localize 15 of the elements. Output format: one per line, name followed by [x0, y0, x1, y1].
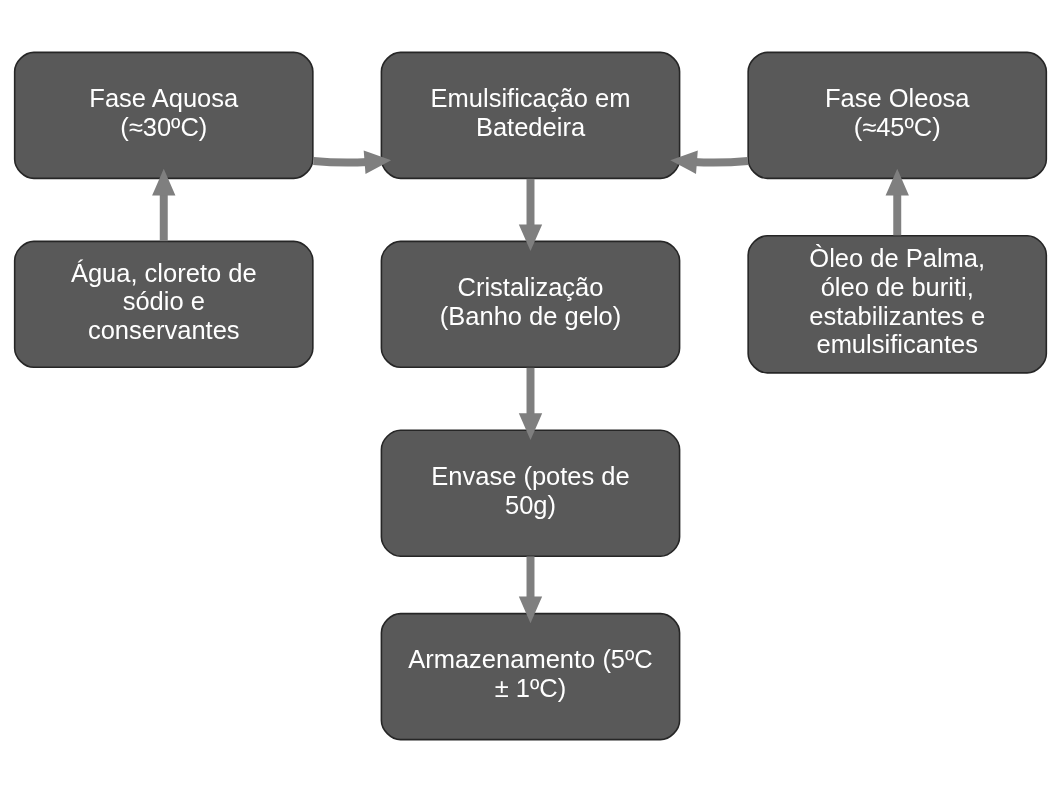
node-box: Cristalização (Banho de gelo) [380, 240, 681, 369]
arrow [518, 367, 543, 441]
node-box: Emulsificação em Batedeira [380, 51, 681, 180]
arrow [885, 168, 909, 236]
node-box: Armazenamento (5ºC ± 1ºC) [380, 612, 681, 741]
arrow [670, 150, 749, 174]
node-box: Fase Oleosa (≈45ºC) [747, 51, 1048, 180]
node-box: Òleo de Palma, óleo de buriti, estabilizantes e emulsificantes [747, 234, 1048, 374]
arrow [518, 556, 543, 624]
arrow [518, 178, 543, 252]
arrow [152, 168, 176, 242]
node-box: Fase Aquosa (≈30ºC) [13, 51, 314, 180]
node-box: Água, cloreto de sódio e conservantes [13, 240, 314, 369]
arrow [313, 150, 392, 174]
node-box: Envase (potes de 50g) [380, 429, 681, 558]
